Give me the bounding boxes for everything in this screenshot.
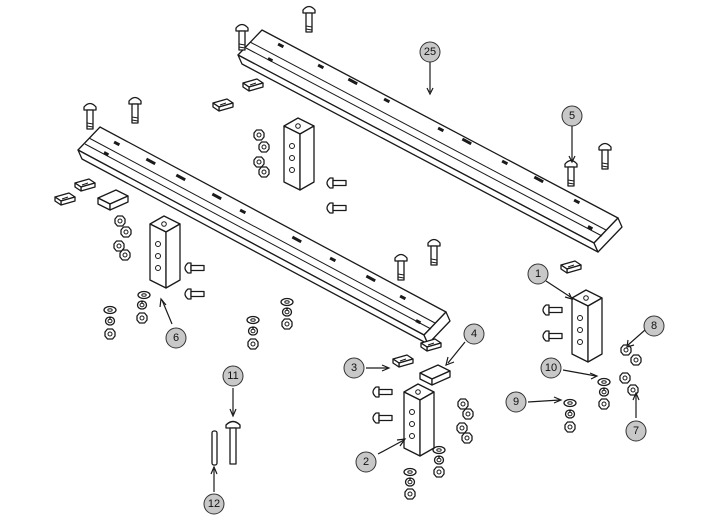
callout-8: 8 [643, 315, 665, 337]
callout-4-label: 4 [471, 328, 477, 340]
long-bolt [225, 420, 241, 465]
callout-7: 7 [625, 420, 647, 442]
callout-25: 25 [419, 41, 441, 63]
callout-10-label: 10 [545, 362, 557, 374]
callout-10: 10 [540, 357, 562, 379]
callout-5: 5 [561, 105, 583, 127]
callout-1-label: 1 [535, 268, 541, 280]
callout-11: 11 [222, 365, 244, 387]
callout-6: 6 [165, 327, 187, 349]
callout-9: 9 [505, 391, 527, 413]
callout-1: 1 [527, 263, 549, 285]
pin [211, 430, 218, 466]
rail-lower [77, 126, 451, 345]
callout-3: 3 [343, 357, 365, 379]
leader-lines [159, 60, 646, 492]
callout-25-label: 25 [424, 46, 436, 58]
callout-2-label: 2 [363, 456, 369, 468]
callout-12: 12 [203, 493, 225, 515]
callout-2: 2 [355, 451, 377, 473]
callout-5-label: 5 [569, 110, 575, 122]
callout-9-label: 9 [513, 396, 519, 408]
callout-4: 4 [463, 323, 485, 345]
hardware [54, 5, 642, 500]
callout-3-label: 3 [351, 362, 357, 374]
callout-11-label: 11 [227, 370, 238, 382]
callout-12-label: 12 [208, 498, 220, 510]
callout-7-label: 7 [633, 425, 639, 437]
callout-8-label: 8 [651, 320, 657, 332]
callout-6-label: 6 [173, 332, 179, 344]
rail-upper [237, 29, 623, 253]
